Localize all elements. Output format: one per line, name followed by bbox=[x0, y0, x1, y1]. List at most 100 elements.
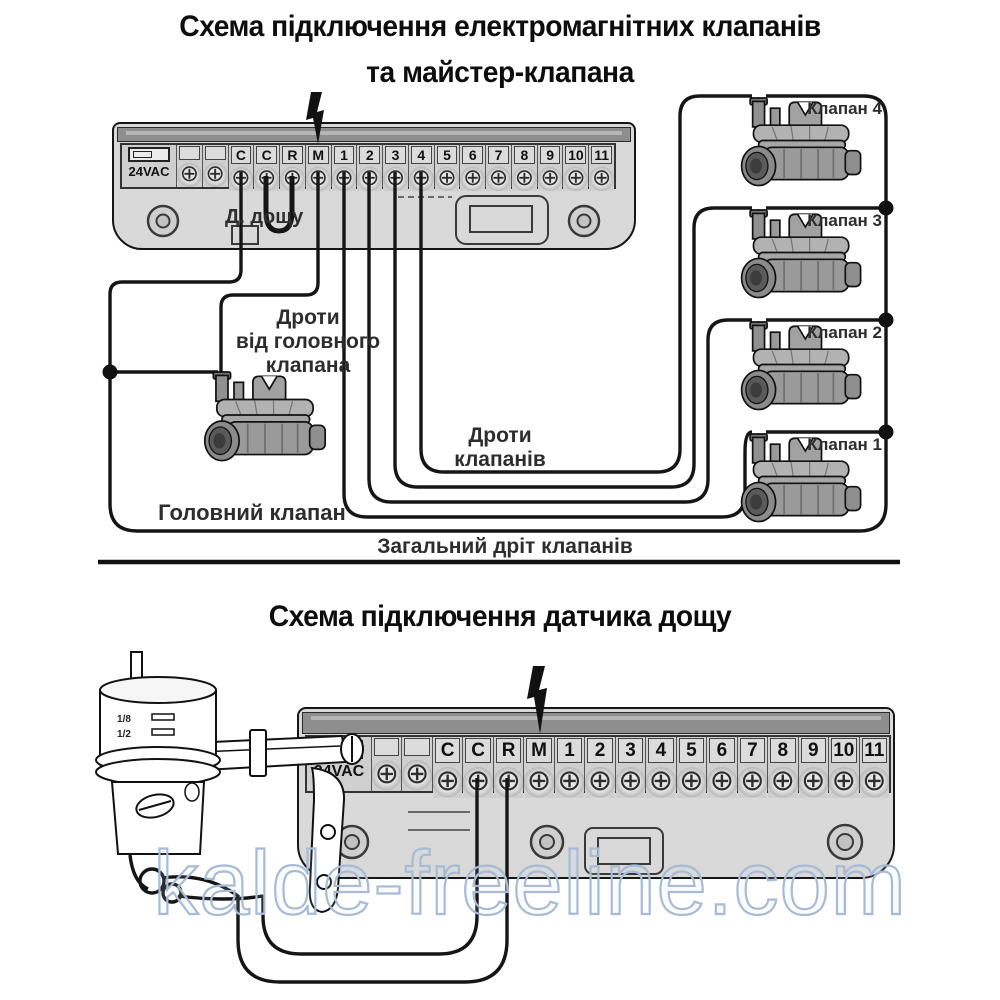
screw-icon: ⊕ bbox=[357, 164, 383, 191]
screw-icon: ⊕ bbox=[486, 164, 511, 191]
screw-icon: ⊕ bbox=[537, 164, 563, 191]
terminal-label: 10 bbox=[565, 146, 587, 164]
terminal-cell: 5⊕ bbox=[434, 145, 461, 191]
terminal-cell: M⊕ bbox=[524, 737, 555, 798]
screw-icon: ⊕ bbox=[305, 164, 331, 191]
terminal-cell: 5⊕ bbox=[676, 737, 708, 798]
terminal-label: 10 bbox=[831, 738, 857, 763]
screw-icon: ⊕ bbox=[707, 763, 737, 798]
screw-icon: ⊕ bbox=[646, 763, 676, 798]
terminal-label: 7 bbox=[739, 738, 766, 763]
screw-icon: ⊕ bbox=[372, 756, 402, 791]
power-label: 24VAC bbox=[128, 164, 170, 179]
master-wires-label-line1: Дроти bbox=[276, 306, 340, 329]
watermark: kalde-freeline.com bbox=[152, 833, 907, 935]
screw-icon: ⊕ bbox=[589, 164, 615, 191]
fuse-icon bbox=[315, 740, 363, 759]
screw-icon: ⊕ bbox=[768, 763, 798, 798]
terminal-label: 5 bbox=[436, 146, 458, 164]
diagram1-title-line2: та майстер-клапана bbox=[366, 56, 634, 89]
terminal-cell: 8⊕ bbox=[511, 145, 538, 191]
valve-wires-label-line2: клапанів bbox=[454, 448, 546, 472]
valve-4-label: Клапан 4 bbox=[807, 99, 882, 118]
terminal-cell: 11⊕ bbox=[589, 145, 615, 191]
valve-2-label: Клапан 2 bbox=[807, 323, 882, 342]
screw-icon: ⊕ bbox=[202, 160, 228, 187]
screw-icon: ⊕ bbox=[228, 164, 254, 191]
terminal-cell: R⊕ bbox=[280, 145, 306, 191]
terminal-label: 1 bbox=[333, 146, 355, 164]
diagram1-title-line1: Схема підключення електромагнітних клапа… bbox=[179, 10, 821, 43]
valve-wires-label-line1: Дроти bbox=[468, 424, 532, 447]
terminal-label: M bbox=[307, 146, 329, 164]
terminal-cell: C⊕ bbox=[254, 145, 281, 191]
terminal-cell: 2⊕ bbox=[585, 737, 616, 798]
screw-icon: ⊕ bbox=[563, 164, 589, 191]
terminal-label: 11 bbox=[591, 146, 613, 164]
power-terminal-cell: 24VAC bbox=[307, 737, 372, 791]
terminal-label: 4 bbox=[648, 738, 674, 763]
terminal-label: 7 bbox=[488, 146, 509, 164]
rain-jumper-label: Д. дощу bbox=[225, 206, 304, 228]
sensor-marking-2: 1/2 bbox=[117, 729, 131, 740]
screw-icon: ⊕ bbox=[524, 763, 554, 798]
screw-icon: ⊕ bbox=[829, 763, 859, 798]
screw-icon: ⊕ bbox=[408, 164, 434, 191]
terminal-cell: ⊕ bbox=[202, 145, 229, 187]
terminal-cell: 7⊕ bbox=[486, 145, 512, 191]
screw-icon: ⊕ bbox=[615, 763, 646, 798]
master-wires-label: Дроти від головного клапана bbox=[228, 306, 388, 378]
screw-icon: ⊕ bbox=[402, 756, 432, 791]
terminal-cell: 3⊕ bbox=[615, 737, 647, 798]
terminal-label: 6 bbox=[462, 146, 484, 164]
screw-icon: ⊕ bbox=[331, 164, 357, 191]
terminal-cell: C⊕ bbox=[463, 737, 494, 798]
screw-icon: ⊕ bbox=[554, 763, 585, 798]
terminal-label: C bbox=[465, 738, 491, 763]
terminal-label: 4 bbox=[410, 146, 432, 164]
terminal-label: C bbox=[230, 146, 252, 164]
terminal-label: 8 bbox=[513, 146, 535, 164]
common-wire-label: Загальний дріт клапанів bbox=[377, 535, 633, 558]
screw-icon: ⊕ bbox=[177, 160, 202, 187]
terminal-cell: ⊕ bbox=[177, 145, 203, 187]
terminal-label: C bbox=[256, 146, 278, 164]
fuse-icon bbox=[128, 147, 170, 162]
terminal-label: 2 bbox=[587, 738, 613, 763]
terminal-label: M bbox=[526, 738, 552, 763]
screw-icon: ⊕ bbox=[737, 763, 768, 798]
master-wires-label-line3: клапана bbox=[265, 354, 351, 378]
terminal-label: R bbox=[282, 146, 303, 164]
screw-icon: ⊕ bbox=[585, 763, 615, 798]
terminal-label: 9 bbox=[539, 146, 561, 164]
valve-1-label: Клапан 1 bbox=[807, 435, 882, 454]
screw-icon: ⊕ bbox=[511, 164, 537, 191]
terminal-cell: 3⊕ bbox=[383, 145, 409, 191]
terminal-label bbox=[179, 146, 200, 160]
terminal-label bbox=[204, 146, 226, 160]
terminal-cell: 7⊕ bbox=[737, 737, 769, 798]
terminal-cell: 6⊕ bbox=[707, 737, 738, 798]
terminal-cell: ⊕ bbox=[402, 737, 433, 791]
terminal-cell: R⊕ bbox=[493, 737, 525, 798]
terminal-label: 2 bbox=[359, 146, 381, 164]
screw-icon: ⊕ bbox=[676, 763, 707, 798]
screw-icon: ⊕ bbox=[493, 763, 524, 798]
screw-icon: ⊕ bbox=[280, 164, 305, 191]
terminal-cell: C⊕ bbox=[228, 145, 255, 191]
terminal-cell: 6⊕ bbox=[460, 145, 487, 191]
master-valve bbox=[203, 371, 327, 462]
valve-3-label: Клапан 3 bbox=[807, 211, 882, 230]
terminal-cell: 8⊕ bbox=[768, 737, 799, 798]
master-wires-label-line2: від головного bbox=[235, 330, 381, 354]
controller-2-top-bar bbox=[302, 712, 890, 734]
terminal-label: 3 bbox=[617, 738, 644, 763]
terminal-cell: 1⊕ bbox=[554, 737, 586, 798]
terminal-label: 8 bbox=[770, 738, 796, 763]
controller-1: 24VAC ⊕ ⊕ C⊕ C⊕ R⊕ M⊕ 1⊕ 2⊕ 3⊕ 4⊕ 5⊕ 6⊕ … bbox=[112, 122, 636, 250]
terminal-label bbox=[374, 738, 400, 756]
screw-icon: ⊕ bbox=[859, 763, 889, 798]
controller-1-top-bar bbox=[117, 127, 631, 142]
terminal-cell: 1⊕ bbox=[331, 145, 358, 191]
terminal-label bbox=[404, 738, 430, 756]
